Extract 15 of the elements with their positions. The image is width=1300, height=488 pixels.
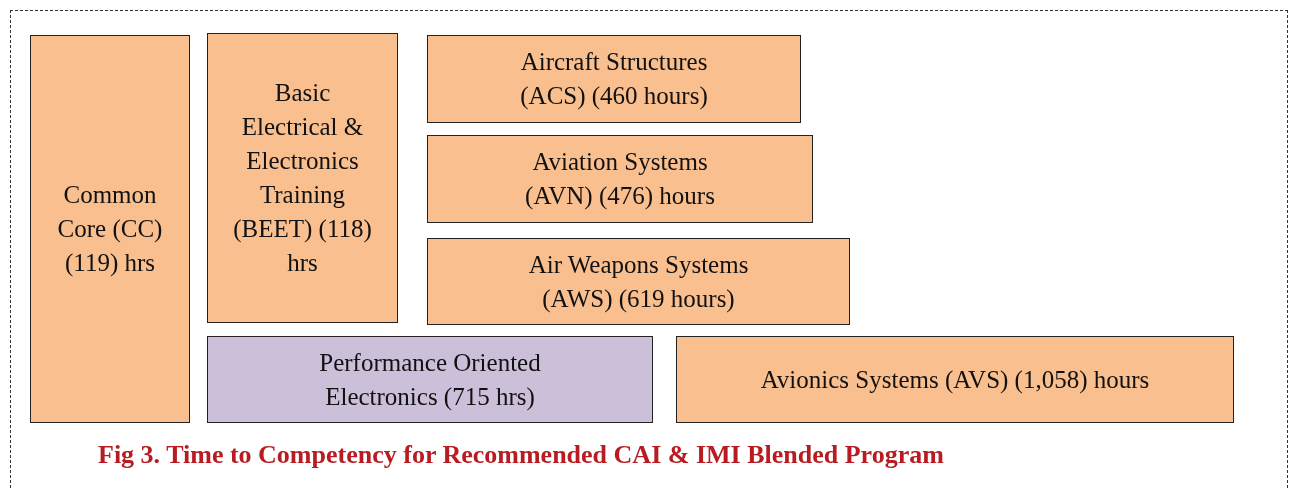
course-box [30,35,190,423]
course-label: Avionics Systems (AVS) (1,058) hours [760,364,1150,396]
course-label: Aviation Systems (AVN) (476) hours [524,147,716,212]
course-box [427,135,813,223]
course-box [676,336,1234,423]
course-label: Basic Electrical & Electronics Training (BEET) (118) hrs [232,78,373,278]
figure-caption: Fig 3. Time to Competency for Recommended CAI & IMI Blended Program [98,440,944,470]
course-box [427,238,850,325]
course-box [207,336,653,423]
course-label: Common Core (CC) (119) hrs [56,180,164,279]
course-box [207,33,398,323]
course-label: Aircraft Structures (ACS) (460 hours) [519,47,709,112]
course-label: Air Weapons Systems (AWS) (619 hours) [527,249,750,315]
course-label: Performance Oriented Electronics (715 hrs) [318,347,542,413]
course-box [427,35,801,123]
